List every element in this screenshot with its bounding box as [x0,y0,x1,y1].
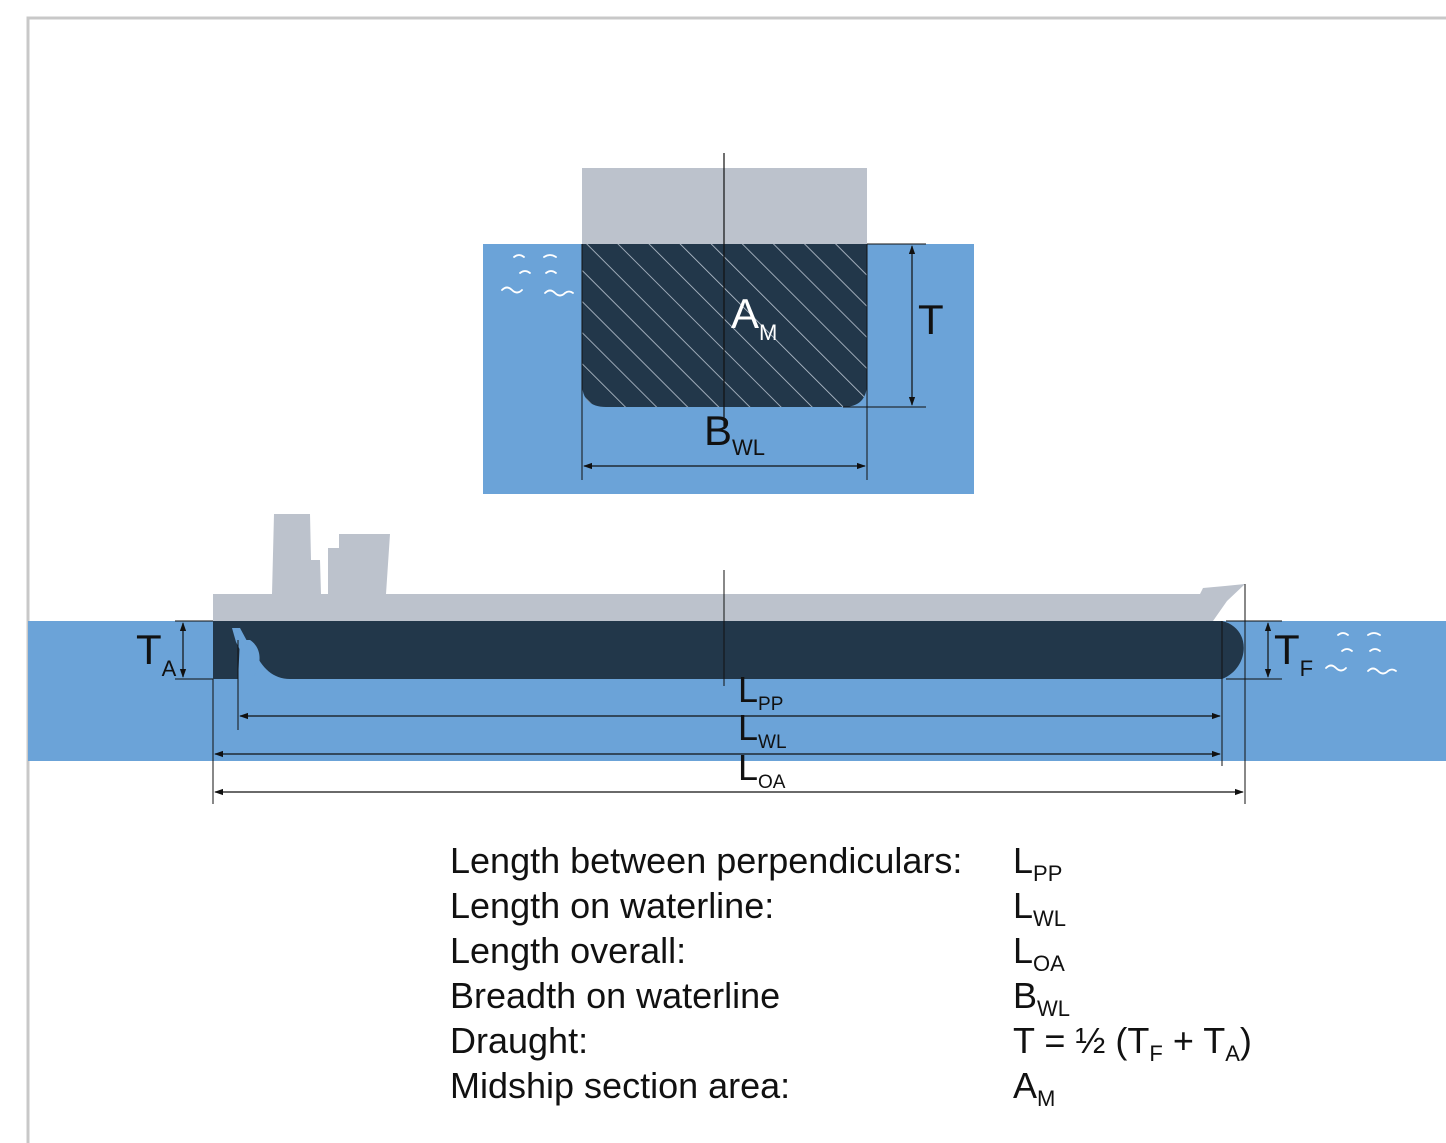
legend-symbol: LWL [1013,885,1067,931]
length-pp-label: LPP [738,669,783,715]
ship-hull-underwater [213,621,1244,679]
aft-draught-label: TA [136,626,177,681]
legend-label: Length on waterline: [450,885,775,926]
section-breadth-label: BWL [704,407,765,460]
legend-label: Length overall: [450,930,687,971]
legend-label: Draught: [450,1020,589,1061]
legend-row-length-oa: Length overall: LOA [450,928,1330,976]
legend-row-draught: Draught: T = ½ (TF + TA) [450,1018,1330,1066]
waves-icon [1325,632,1397,675]
legend: Length between perpendiculars: LPP Lengt… [450,838,1330,1111]
legend-row-length-wl: Length on waterline: LWL [450,883,1330,931]
fwd-draught-label: TF [1274,626,1313,681]
ship-superstructure [213,514,1245,621]
waves-icon [501,254,574,297]
legend-symbol: LOA [1013,930,1065,976]
length-wl-label: LWL [738,707,787,753]
legend-symbol: AM [1013,1065,1056,1111]
propeller-icon [232,628,247,654]
legend-label: Midship section area: [450,1065,791,1106]
legend-symbol: BWL [1013,975,1071,1021]
section-area-label: AM [731,290,777,345]
section-draught-label: T [918,296,944,343]
legend-row-length-pp: Length between perpendiculars: LPP [450,838,1330,886]
length-oa-label: LOA [738,747,786,793]
legend-label: Length between perpendiculars: [450,840,963,881]
legend-symbol: LPP [1013,840,1063,886]
ship-profile: TA TF LPP LWL [28,514,1446,804]
legend-row-midship-area: Midship section area: AM [450,1063,1330,1111]
legend-label: Breadth on waterline [450,975,781,1016]
propeller-blade-icon [246,640,260,676]
legend-symbol: T = ½ (TF + TA) [1013,1020,1252,1066]
rudder-icon [213,625,238,679]
midship-section: T AM BWL [483,153,974,494]
legend-row-breadth-wl: Breadth on waterline BWL [450,973,1330,1021]
figure-frame [26,16,1446,1143]
